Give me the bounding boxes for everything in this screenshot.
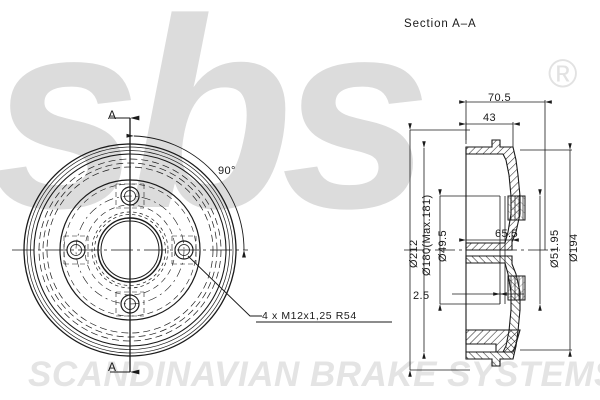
dimension-inner-depth: 65.5 (495, 228, 519, 240)
dimension-lines (408, 100, 572, 377)
dimension-braking-diameter: Ø180(Max.181) (421, 194, 433, 276)
dimension-bore-diameter: Ø49.5 (437, 230, 449, 262)
angle-dimension-90 (126, 133, 246, 258)
angle-label-90: 90° (218, 165, 236, 177)
dimension-hub-offset: 43 (483, 112, 497, 124)
bolt-callout-leader (187, 255, 392, 323)
dimension-drum-body-diameter: Ø194 (568, 233, 580, 262)
section-mark-a-top: A (108, 108, 117, 122)
bolt-pattern-callout: 4 x M12x1,25 R54 (262, 310, 357, 322)
section-mark-a-bottom: A (108, 360, 117, 374)
dimension-overall-length: 70.5 (488, 92, 512, 104)
section-cut-line-a-a (110, 115, 140, 375)
dimension-bearing-seat-diameter: Ø51.95 (549, 229, 561, 268)
section-title: Section A–A (404, 18, 477, 30)
dimension-flange-thickness: 2.5 (413, 290, 430, 302)
dimension-outer-diameter: Ø212 (408, 239, 420, 268)
